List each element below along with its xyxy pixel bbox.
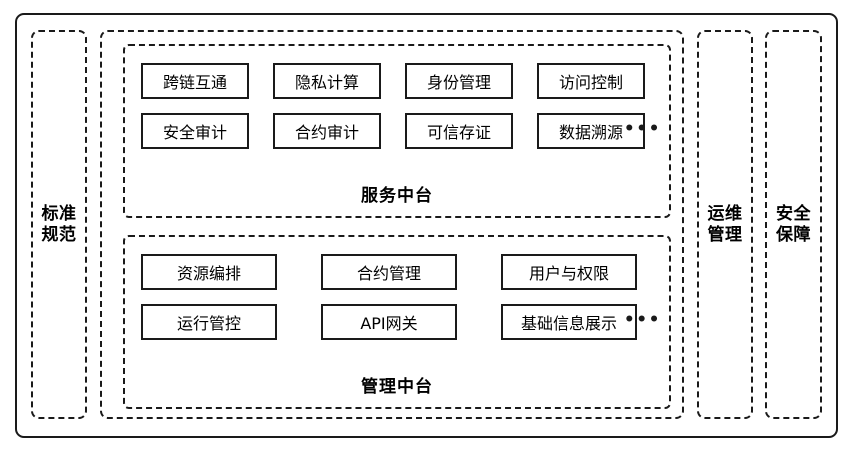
manage-row-2: 运行管控 API网关 基础信息展示 bbox=[141, 304, 653, 340]
capability-box[interactable]: 用户与权限 bbox=[501, 254, 637, 290]
manage-row-1: 资源编排 合约管理 用户与权限 bbox=[141, 254, 653, 290]
manage-platform-grid: 资源编排 合约管理 用户与权限 运行管控 API网关 基础信息展示 bbox=[125, 254, 669, 340]
capability-box[interactable]: 身份管理 bbox=[405, 63, 513, 99]
service-row-1: 跨链互通 隐私计算 身份管理 访问控制 bbox=[141, 63, 653, 99]
capability-box[interactable]: 隐私计算 bbox=[273, 63, 381, 99]
center-platforms-wrapper: 跨链互通 隐私计算 身份管理 访问控制 安全审计 合约审计 可信存证 数据溯源 … bbox=[100, 30, 684, 419]
capability-box[interactable]: 合约审计 bbox=[273, 113, 381, 149]
capability-box[interactable]: 数据溯源 bbox=[537, 113, 645, 149]
ellipsis-icon: ••• bbox=[623, 310, 661, 330]
capability-box[interactable]: 跨链互通 bbox=[141, 63, 249, 99]
service-platform-title: 服务中台 bbox=[361, 186, 433, 206]
capability-box[interactable]: 可信存证 bbox=[405, 113, 513, 149]
capability-box[interactable]: 资源编排 bbox=[141, 254, 277, 290]
pillar-standards-label: 标准 规范 bbox=[41, 203, 77, 245]
service-platform-panel[interactable]: 跨链互通 隐私计算 身份管理 访问控制 安全审计 合约审计 可信存证 数据溯源 … bbox=[123, 44, 671, 218]
pillar-operations[interactable]: 运维 管理 bbox=[697, 30, 753, 419]
capability-box[interactable]: 基础信息展示 bbox=[501, 304, 637, 340]
capability-box[interactable]: 合约管理 bbox=[321, 254, 457, 290]
pillar-standards[interactable]: 标准 规范 bbox=[31, 30, 87, 419]
service-platform-grid: 跨链互通 隐私计算 身份管理 访问控制 安全审计 合约审计 可信存证 数据溯源 bbox=[125, 63, 669, 149]
pillar-operations-label: 运维 管理 bbox=[707, 203, 743, 245]
manage-platform-title: 管理中台 bbox=[361, 377, 433, 397]
pillar-security[interactable]: 安全 保障 bbox=[765, 30, 822, 419]
manage-platform-panel[interactable]: 资源编排 合约管理 用户与权限 运行管控 API网关 基础信息展示 ••• 管理… bbox=[123, 235, 671, 409]
capability-box[interactable]: 访问控制 bbox=[537, 63, 645, 99]
capability-box[interactable]: API网关 bbox=[321, 304, 457, 340]
pillar-security-label: 安全 保障 bbox=[776, 203, 811, 245]
ellipsis-icon: ••• bbox=[623, 119, 661, 139]
capability-box[interactable]: 运行管控 bbox=[141, 304, 277, 340]
service-row-2: 安全审计 合约审计 可信存证 数据溯源 bbox=[141, 113, 653, 149]
capability-box[interactable]: 安全审计 bbox=[141, 113, 249, 149]
